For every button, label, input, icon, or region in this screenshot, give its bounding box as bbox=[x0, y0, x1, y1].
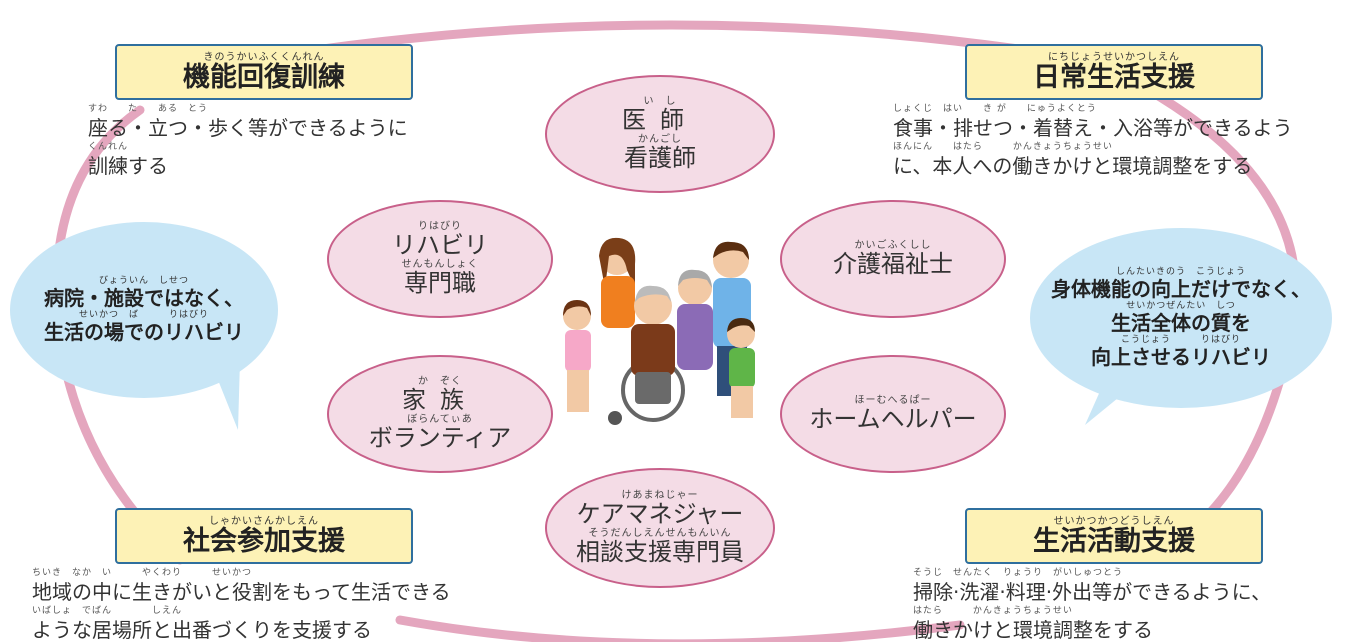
ruby: ほんにん はたら かんきょうちょうせい bbox=[893, 142, 1113, 152]
person-girl-hair bbox=[563, 300, 591, 316]
ruby: い し bbox=[643, 96, 677, 107]
box-functional-training: きのうかいふくくんれん 機能回復訓練 bbox=[115, 44, 413, 100]
ruby: にちじょうせいかつしえん bbox=[1048, 51, 1180, 63]
ruby: かんごし bbox=[638, 134, 682, 145]
ruby: しんたいきのう こうじょう bbox=[1115, 267, 1246, 277]
bubble-line: 病院・施設ではなく、 bbox=[44, 286, 244, 310]
ruby: か ぞく bbox=[418, 376, 462, 387]
ruby: そうだんしえんせんもんいん bbox=[588, 528, 732, 539]
ruby: こうじょう りはびり bbox=[1120, 335, 1241, 345]
ruby: ちいき なか い やくわり せいかつ bbox=[32, 568, 253, 578]
ruby: せんもんしょく bbox=[401, 259, 479, 270]
person-man-hair bbox=[713, 241, 749, 260]
box-title: 生活活動支援 bbox=[1033, 525, 1195, 557]
oval-doctor-nurse: い し 医師 かんごし 看護師 bbox=[545, 75, 775, 193]
ruby: けあまねじゃー bbox=[621, 490, 699, 501]
person-boy-hair bbox=[727, 318, 755, 332]
bubble-line: 生活の場でのリハビリ bbox=[44, 320, 244, 344]
desc-line: 掃除·洗濯·料理·外出等ができるように、 bbox=[913, 580, 1272, 604]
oval-title: 相談支援専門員 bbox=[576, 538, 744, 566]
desc-line: に、本人への働きかけと環境調整をする bbox=[893, 154, 1253, 178]
oval-title: 介護福祉士 bbox=[833, 250, 953, 278]
ruby: ほーむへるぱー bbox=[854, 395, 932, 406]
box-daily-life: にちじょうせいかつしえん 日常生活支援 bbox=[965, 44, 1263, 100]
ruby: せいかつかつどうしえん bbox=[1053, 515, 1175, 527]
oval-title: ボランティア bbox=[368, 424, 512, 452]
oval-title: ホームヘルパー bbox=[809, 405, 977, 433]
person-woman-body bbox=[601, 276, 635, 328]
ruby: せいかつ ば りはびり bbox=[78, 310, 209, 320]
ruby: そうじ せんたく りょうり がいしゅつとう bbox=[913, 568, 1124, 578]
oval-title: 看護師 bbox=[624, 144, 696, 172]
person-boy-body bbox=[729, 348, 755, 388]
bubble-line: 向上させるリハビリ bbox=[1091, 345, 1271, 369]
person-girl-legs bbox=[567, 370, 589, 412]
desc-line: 食事・排せつ・着替え・入浴等ができるよう bbox=[893, 116, 1293, 140]
person-girl-head bbox=[563, 302, 591, 330]
person-grandma-head bbox=[678, 271, 712, 305]
oval-title: 医師 bbox=[622, 106, 698, 134]
oval-title: 専門職 bbox=[404, 269, 476, 297]
desc-line: ような居場所と出番づくりを支援する bbox=[32, 618, 372, 642]
oval-home-helper: ほーむへるぱー ホームヘルパー bbox=[780, 355, 1006, 473]
person-woman-hair bbox=[599, 237, 636, 288]
ruby: かいごふくしし bbox=[854, 240, 932, 251]
desc-functional-training: すわ た ある とう 座る・立つ・歩く等ができるように くんれん 訓練する bbox=[88, 104, 408, 180]
oval-care-manager: けあまねじゃー ケアマネジャー そうだんしえんせんもんいん 相談支援専門員 bbox=[545, 468, 775, 588]
ruby: きのうかいふくくんれん bbox=[203, 51, 325, 63]
desc-social-participation: ちいき なか い やくわり せいかつ 地域の中に生きがいと役割をもって生活できる… bbox=[32, 568, 451, 644]
desc-line: 働きかけと環境調整をする bbox=[913, 618, 1153, 642]
person-grandpa-legs bbox=[635, 372, 671, 404]
box-title: 社会参加支援 bbox=[183, 525, 345, 557]
wheelchair-small-wheel bbox=[608, 411, 622, 425]
person-grandma-body bbox=[677, 304, 713, 370]
ruby: すわ た ある とう bbox=[88, 104, 209, 114]
oval-care-worker: かいごふくしし 介護福祉士 bbox=[780, 200, 1006, 318]
box-title: 機能回復訓練 bbox=[183, 61, 345, 93]
oval-title: ケアマネジャー bbox=[576, 500, 744, 528]
box-life-activity: せいかつかつどうしえん 生活活動支援 bbox=[965, 508, 1263, 564]
person-grandpa-body bbox=[631, 324, 675, 376]
box-social-participation: しゃかいさんかしえん 社会参加支援 bbox=[115, 508, 413, 564]
oval-rehab-specialist: りはびり リハビリ せんもんしょく 専門職 bbox=[327, 200, 553, 318]
bubble-left: びょういん しせつ 病院・施設ではなく、 せいかつ ば りはびり 生活の場でのリ… bbox=[10, 222, 278, 398]
ruby: いばしょ でばん しえん bbox=[32, 606, 183, 616]
ruby: せいかつぜんたい しつ bbox=[1126, 301, 1236, 311]
box-title: 日常生活支援 bbox=[1033, 61, 1195, 93]
family-group-icon bbox=[563, 237, 755, 425]
person-grandma-hair bbox=[678, 269, 712, 288]
ruby: はたら かんきょうちょうせい bbox=[913, 606, 1073, 616]
person-grandpa-hair bbox=[635, 285, 671, 302]
oval-family-volunteer: か ぞく 家族 ぼらんてぃあ ボランティア bbox=[327, 355, 553, 473]
ruby: ぼらんてぃあ bbox=[407, 414, 473, 425]
ruby: くんれん bbox=[88, 142, 129, 152]
desc-line: 訓練する bbox=[88, 154, 168, 178]
ruby: しゃかいさんかしえん bbox=[209, 515, 319, 527]
ruby: しょくじ はい き が にゅうよくとう bbox=[893, 104, 1097, 114]
bubble-line: 身体機能の向上だけでなく、 bbox=[1051, 277, 1311, 301]
desc-life-activity: そうじ せんたく りょうり がいしゅつとう 掃除·洗濯·料理·外出等ができるよう… bbox=[913, 568, 1271, 644]
ruby: びょういん しせつ bbox=[98, 276, 189, 286]
bubble-right: しんたいきのう こうじょう 身体機能の向上だけでなく、 せいかつぜんたい しつ … bbox=[1030, 228, 1332, 408]
oval-title: 家族 bbox=[402, 386, 478, 414]
person-grandpa-head bbox=[634, 287, 672, 325]
desc-daily-life: しょくじ はい き が にゅうよくとう 食事・排せつ・着替え・入浴等ができるよう… bbox=[893, 104, 1293, 180]
bubble-line: 生活全体の質を bbox=[1111, 311, 1251, 335]
desc-line: 座る・立つ・歩く等ができるように bbox=[88, 116, 408, 140]
desc-line: 地域の中に生きがいと役割をもって生活できる bbox=[32, 580, 451, 604]
person-girl-body bbox=[565, 330, 591, 372]
oval-title: リハビリ bbox=[392, 231, 488, 259]
person-boy-legs bbox=[731, 386, 753, 418]
ruby: りはびり bbox=[418, 221, 462, 232]
